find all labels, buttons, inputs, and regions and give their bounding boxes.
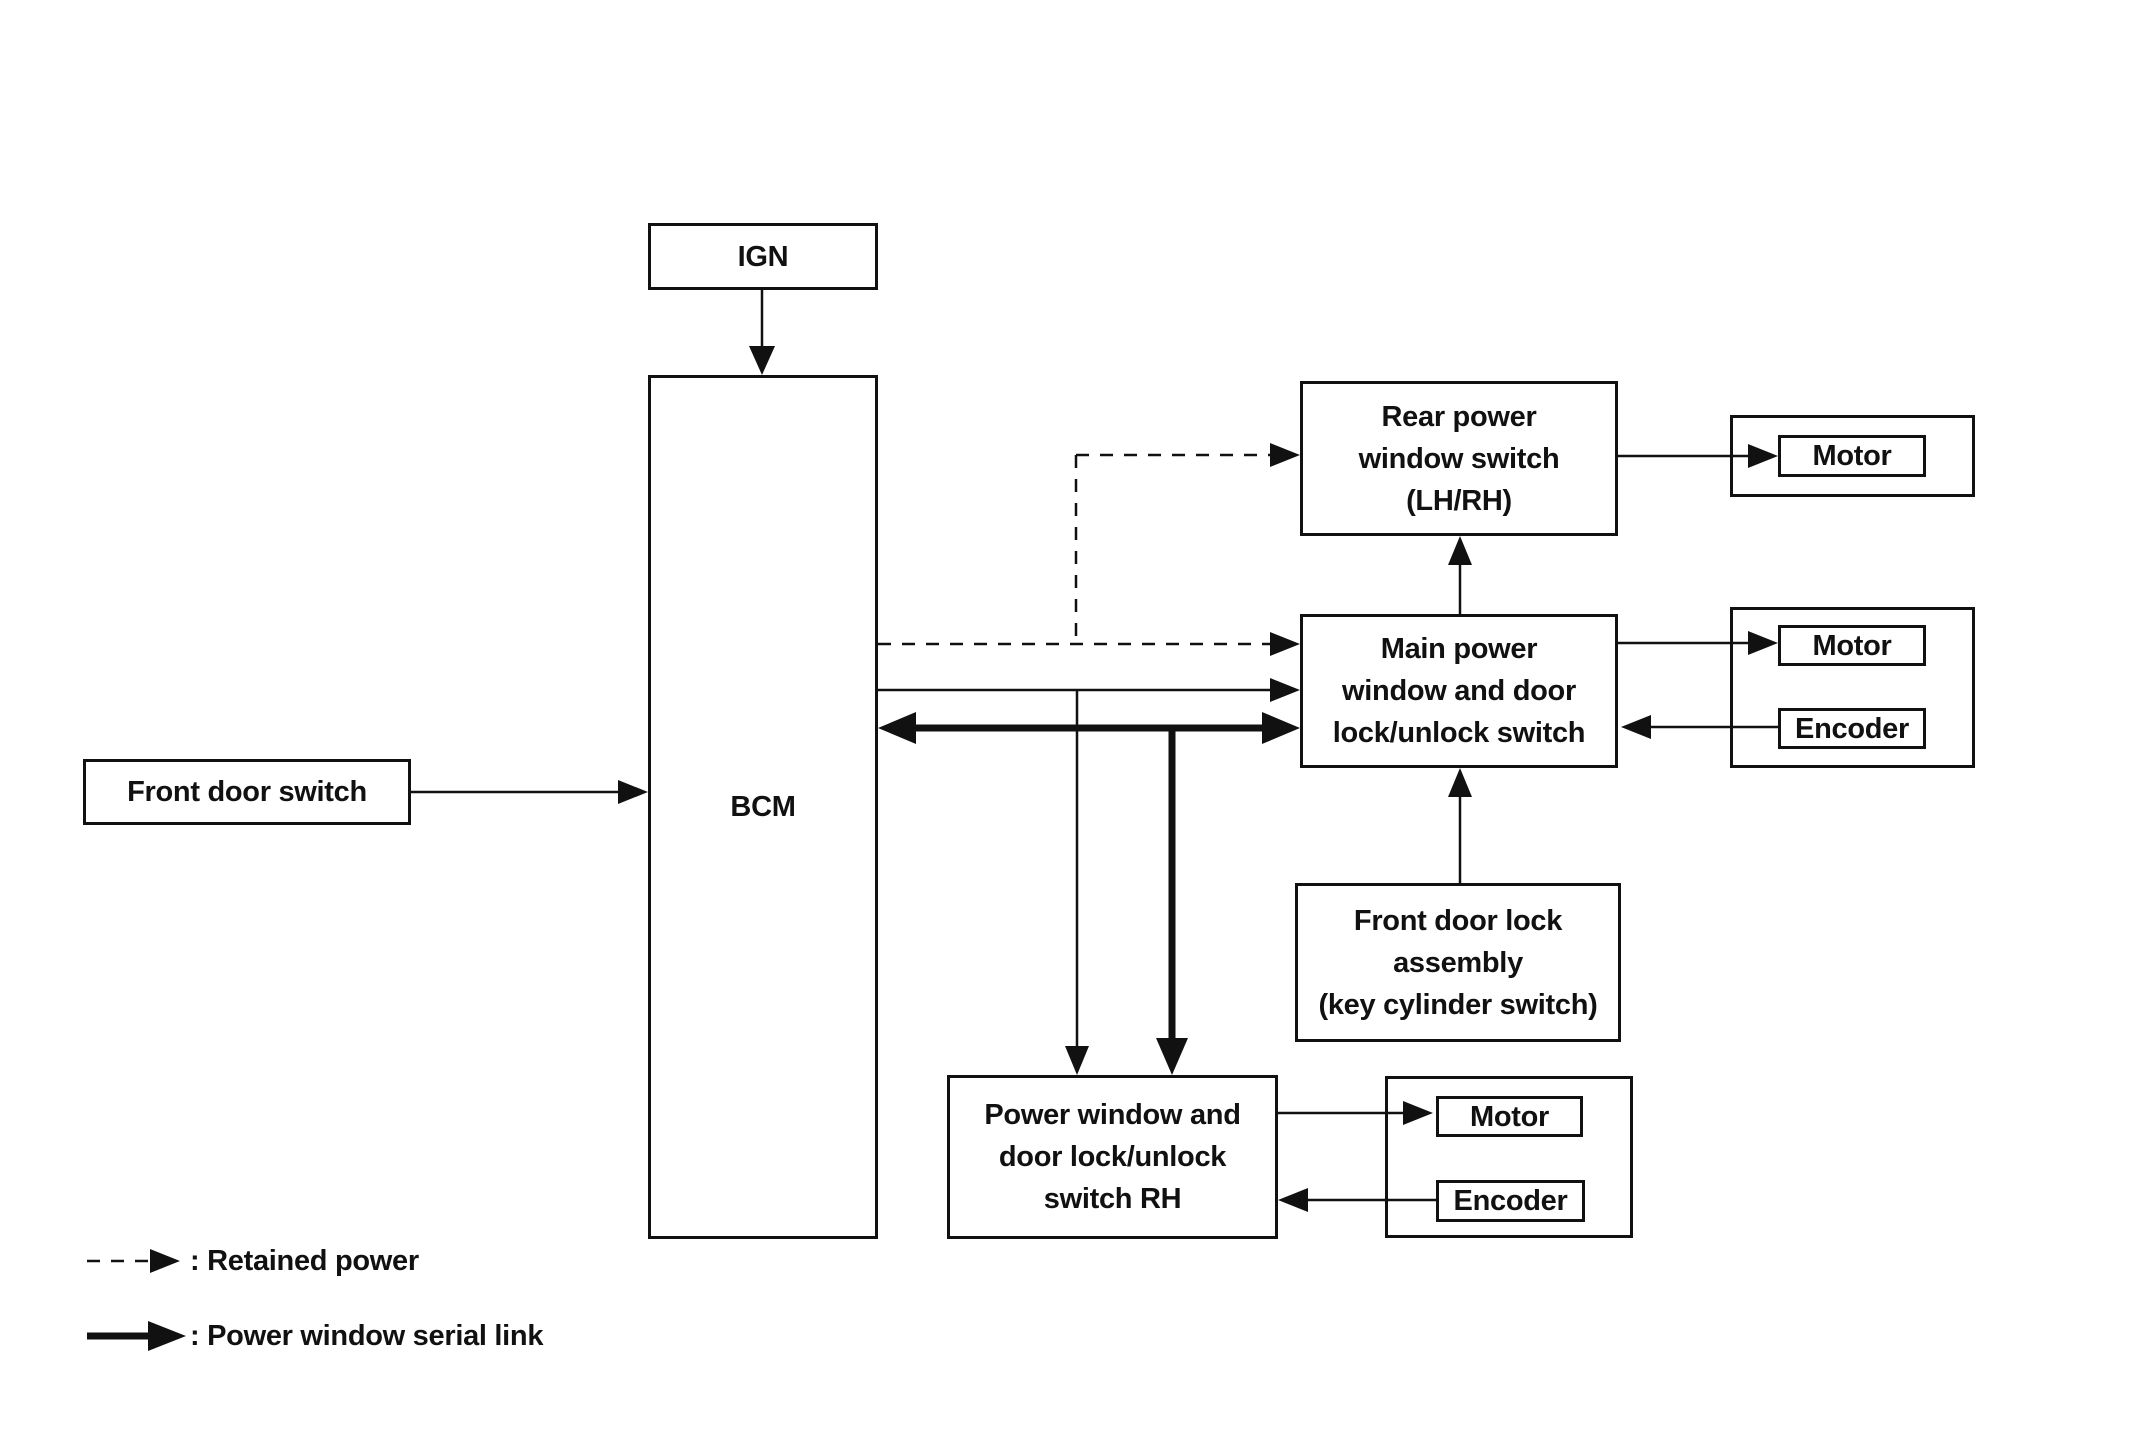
node-encoder-rh-label: Encoder — [1453, 1185, 1568, 1217]
arrowhead-main-switch-to-rear-switch — [1448, 536, 1472, 565]
node-encoder-main: Encoder — [1778, 708, 1926, 749]
arrowhead-ign-to-bcm — [749, 346, 775, 375]
node-rh-power-window-switch: Power window and door lock/unlock switch… — [947, 1075, 1278, 1239]
front-door-lock-line3: (key cylinder switch) — [1318, 988, 1598, 1021]
main-switch-line2: window and door — [1342, 675, 1576, 707]
node-motor-main-label: Motor — [1812, 629, 1892, 662]
node-motor-rh-label: Motor — [1469, 1100, 1550, 1133]
arrowhead-front-door-switch-to-bcm — [618, 780, 648, 804]
node-rear-power-window-switch: Rear power window switch (LH/RH) — [1300, 381, 1618, 536]
arrowhead-bcm-to-main-switch — [1270, 678, 1300, 702]
legend-serial-link-label: : Power window serial link — [190, 1320, 544, 1352]
rear-switch-line1: Rear power — [1381, 400, 1537, 433]
arrowhead-retained-power-to-main-switch — [1270, 632, 1300, 656]
node-ign-label: IGN — [737, 240, 789, 273]
node-motor-main: Motor — [1778, 625, 1926, 666]
rear-switch-line2: window switch — [1358, 442, 1560, 475]
rh-switch-line1: Power window and — [984, 1099, 1241, 1131]
arrowhead-retained-power-to-rear-switch — [1270, 443, 1300, 467]
rh-switch-line2: door lock/unlock — [998, 1141, 1227, 1173]
node-motor-rh: Motor — [1436, 1096, 1583, 1137]
main-switch-line1: Main power — [1380, 633, 1538, 665]
front-door-lock-line1: Front door lock — [1353, 904, 1563, 937]
node-bcm-label: BCM — [730, 791, 796, 823]
node-ign: IGN — [648, 223, 878, 290]
node-encoder-main-label: Encoder — [1795, 712, 1909, 745]
arrowhead-encoder-to-main-switch — [1621, 715, 1651, 739]
node-motor-rear-label: Motor — [1812, 440, 1892, 472]
node-motor-rear: Motor — [1778, 435, 1926, 477]
arrowhead-serial-link-into-main-switch — [1262, 712, 1300, 744]
main-switch-line3: lock/unlock switch — [1332, 717, 1586, 749]
node-front-door-switch: Front door switch — [83, 759, 411, 825]
rear-switch-line3: (LH/RH) — [1406, 484, 1512, 517]
node-front-door-lock-assembly: Front door lock assembly (key cylinder s… — [1295, 883, 1621, 1042]
legend-retained-power-arrowhead — [150, 1249, 180, 1273]
front-door-lock-line2: assembly — [1393, 946, 1523, 979]
node-bcm: BCM — [648, 375, 878, 1239]
rh-switch-line3: switch RH — [1043, 1183, 1182, 1215]
arrowhead-encoder-to-rh-switch — [1278, 1188, 1308, 1212]
arrowhead-serial-link-into-rh-switch — [1156, 1038, 1188, 1075]
arrowhead-serial-link-into-bcm — [878, 712, 916, 744]
node-main-power-window-switch: Main power window and door lock/unlock s… — [1300, 614, 1618, 768]
node-front-door-switch-label: Front door switch — [127, 776, 367, 808]
legend-retained-power-label: : Retained power — [190, 1245, 419, 1277]
node-encoder-rh: Encoder — [1436, 1180, 1585, 1222]
arrowhead-bcm-to-rh-switch — [1065, 1046, 1089, 1075]
legend-serial-link-arrowhead — [148, 1321, 186, 1351]
arrowhead-door-lock-to-main-switch — [1448, 768, 1472, 797]
